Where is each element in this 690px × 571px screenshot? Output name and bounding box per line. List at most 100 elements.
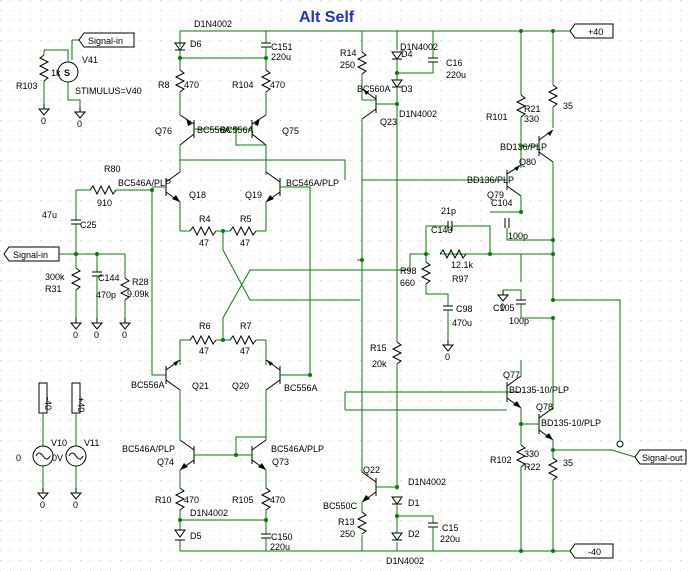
label-pos-rail: +40 [588,27,603,37]
label-bc546-lower-left: BC546A/PLP [122,444,175,454]
label-r28-v: 9.09k [127,289,150,299]
label-signal-out: Signal-out [642,453,683,463]
label-c25-v: 47u [42,210,57,220]
label-zero-b: 0V [52,453,63,463]
label-r13: R13 [338,517,355,527]
supplies-v10-v11: -40 V10 0 +40 V11 0V [16,382,99,511]
label-r103-v: 1k [51,68,61,78]
label-r104-v: 470 [270,80,285,90]
label-q78: Q78 [536,402,553,412]
label-c150-v: 220u [270,542,290,552]
label-r13-v: 250 [340,529,355,539]
label-c15: C15 [442,523,459,533]
label-d1: D1 [408,498,420,508]
label-q73: Q73 [272,457,289,467]
label-q76: Q76 [155,126,172,136]
label-c105: C105 [493,303,515,313]
positive-rail-wire [179,30,575,95]
label-c98-v: 470u [452,318,472,328]
label-bc546-right: BC546A/PLP [286,178,339,188]
input-pair-npn: Q18 BC546A/PLP Q19 BC546A/PLP R4 47 R5 4… [118,165,360,376]
label-r22-v: 330 [524,449,539,459]
label-r105-v: 470 [270,495,285,505]
label-neg-rail: -40 [588,547,601,557]
label-c150: C150 [271,532,293,542]
label-bc550c: BC550C [323,501,358,511]
label-q23: Q23 [380,117,397,127]
label-r6-v: 47 [199,346,209,356]
offpage-signal-in-top: Signal-in [72,32,135,48]
label-bc556-right: BC556A [284,383,318,393]
label-bd135-b: BD135-10/PLP [541,418,601,428]
label-bc556-left: BC556A [131,380,165,390]
lower-mirror: BC546A/PLP Q74 BC546A/PLP Q73 R10 470 R1… [122,436,324,552]
offpage-signal-out: Signal-out [634,449,687,465]
label-q22: Q22 [363,465,380,475]
label-signal-in-left: Signal-in [13,250,48,260]
label-r21: R21 [524,104,541,114]
label-r22: R22 [524,462,541,472]
label-q75: Q75 [282,126,299,136]
label-c16-v: 220u [446,70,466,80]
label-c151: C151 [271,42,293,52]
label-q18: Q18 [189,190,206,200]
label-d1n4002-d1: D1N4002 [408,477,446,487]
label-q74: Q74 [157,457,174,467]
label-r97-v: 12.1k [451,260,474,270]
label-r21-v: 330 [524,114,539,124]
junction-dots [74,29,555,553]
label-r14-v: 250 [340,60,355,70]
label-c25: C25 [80,220,97,230]
label-r-35-bot: 35 [563,458,573,468]
svg-text:S: S [64,68,70,78]
label-r14: R14 [340,48,357,58]
label-r101: R101 [486,112,508,122]
label-q19: Q19 [245,190,262,200]
label-stimulus: STIMULUS=V40 [75,86,142,96]
label-r10: R10 [155,495,172,505]
label-r5-v: 47 [240,238,250,248]
label-bd136-a: BD136/PLP [500,142,547,152]
offpage-neg-rail: -40 [569,543,614,559]
input-pair-pnp: R6 47 R7 47 BC556A Q21 BC556A Q20 [131,321,318,440]
label-q20: Q20 [232,381,249,391]
label-d1n4002-d4: D1N4002 [400,42,438,52]
label-r97: R97 [452,274,469,284]
label-q80: Q80 [519,157,536,167]
label-c144: C144 [98,273,120,283]
label-c144-v: 470p [96,290,116,300]
label-r5: R5 [240,214,252,224]
label-r103: R103 [16,81,38,91]
label-r105: R105 [232,495,254,505]
feedback-network: 12.1k R97 21p C143 R98 660 C98 470u [345,206,553,363]
label-c105-v: 100p [509,316,529,326]
label-r4-v: 47 [199,238,209,248]
offpage-signal-in-left: Signal-in [3,246,60,262]
label-d1n4002-bottom-left: D1N4002 [190,508,228,518]
label-d4: D4 [401,49,413,59]
schematic-title: Alt Self [299,9,355,26]
label-r28: R28 [132,277,149,287]
label-zero-a: 0 [16,453,21,463]
label-c143-v: 21p [441,206,456,216]
label-v10-v: -40 [43,397,53,410]
label-r80: R80 [104,164,121,174]
label-c151-v: 220u [271,52,291,62]
label-c104: C104 [491,198,513,208]
label-bc546-left: BC546A/PLP [118,178,171,188]
vas-top: R14 250 D4 D1N4002 D3 D1N4002 C16 220u B… [340,42,466,342]
label-r104: R104 [232,80,254,90]
label-bd135-a: BD135-10/PLP [509,385,569,395]
label-v11: V11 [84,438,99,448]
label-d3: D3 [401,84,413,94]
label-d6: D6 [190,39,202,49]
vas-bottom: R15 20k Q22 BC550C R13 250 D1N4002 D1 D2… [323,260,521,566]
label-d1n4002-d2: D1N4002 [386,556,424,566]
label-r8: R8 [158,80,170,90]
negative-rail-wire [179,475,575,552]
label-q77: Q77 [503,370,520,380]
label-d5: D5 [190,531,202,541]
